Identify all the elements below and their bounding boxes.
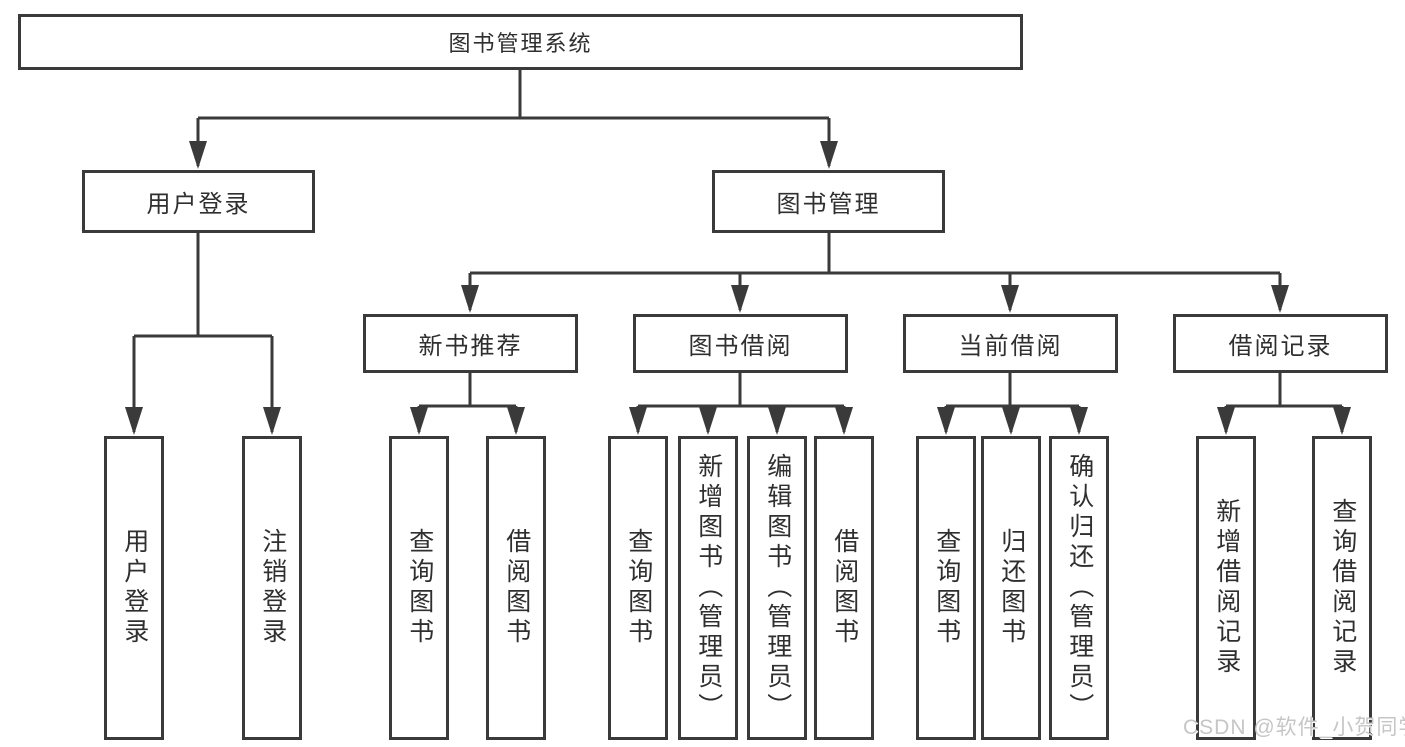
leaf-query-borrow-record: 查询借阅记录 [1312, 436, 1372, 740]
arrowhead [1217, 407, 1235, 435]
node-label: 借阅图书 [830, 528, 859, 648]
leaf-borrow-books: 借阅图书 [814, 436, 874, 740]
node-label: 查询图书 [624, 528, 653, 648]
leaf-logout: 注销登录 [242, 436, 302, 740]
node-label: 查询借阅记录 [1328, 498, 1357, 678]
node-label: 注销登录 [258, 528, 287, 648]
node-user-login: 用户登录 [82, 170, 315, 233]
arrowheads [125, 141, 1351, 435]
leaf-add-book-admin: 新增图书（管理员） [678, 436, 738, 740]
arrowhead [1271, 285, 1289, 313]
node-label: 图书管理 [776, 191, 881, 218]
node-label: 图书管理系统 [448, 31, 593, 56]
connector-new-book [417, 373, 518, 432]
node-new-book-recommend: 新书推荐 [363, 314, 578, 373]
arrowhead [1002, 407, 1020, 435]
arrowhead [937, 407, 955, 435]
arrowhead [410, 407, 428, 435]
node-label: 图书借阅 [688, 333, 793, 360]
node-current-borrow: 当前借阅 [903, 314, 1118, 373]
connector-root [196, 70, 831, 166]
node-label: 借阅图书 [502, 528, 531, 648]
node-borrow-records: 借阅记录 [1173, 314, 1388, 373]
arrowhead [1333, 407, 1351, 435]
node-library-system: 图书管理系统 [18, 14, 1023, 70]
arrowhead [629, 407, 647, 435]
arrowhead [189, 141, 207, 169]
node-book-borrow: 图书借阅 [633, 314, 848, 373]
leaf-edit-book-admin: 编辑图书（管理员） [747, 436, 807, 740]
node-label: 新增借阅记录 [1212, 498, 1241, 678]
arrowhead [1070, 407, 1088, 435]
leaf-borrow-books-newrec: 借阅图书 [486, 436, 546, 740]
node-label: 借阅记录 [1228, 333, 1333, 360]
node-label: 新增图书（管理员） [694, 453, 723, 723]
arrowhead [835, 407, 853, 435]
arrowhead [125, 407, 143, 435]
arrowhead [263, 407, 281, 435]
node-label: 当前借阅 [958, 333, 1063, 360]
connector-borrow-records [1224, 373, 1344, 432]
node-label: 查询图书 [405, 528, 434, 648]
leaf-confirm-return-admin: 确认归还（管理员） [1049, 436, 1109, 740]
connector-book-borrow [636, 373, 846, 432]
node-label: 用户登录 [120, 528, 149, 648]
node-label: 归还图书 [997, 528, 1026, 648]
arrowhead [1001, 285, 1019, 313]
node-label: 确认归还（管理员） [1065, 453, 1094, 723]
node-label: 新书推荐 [418, 333, 523, 360]
leaf-add-borrow-record: 新增借阅记录 [1196, 436, 1256, 740]
leaf-return-book: 归还图书 [981, 436, 1041, 740]
connector-user-login [132, 232, 274, 432]
node-label: 查询图书 [932, 528, 961, 648]
arrowhead [731, 285, 749, 313]
arrowhead [768, 407, 786, 435]
leaf-query-books-borrow: 查询图书 [608, 436, 668, 740]
connector-book-management [468, 233, 1282, 310]
leaf-query-books-current: 查询图书 [916, 436, 976, 740]
arrowhead [507, 407, 525, 435]
leaf-query-books-newrec: 查询图书 [389, 436, 449, 740]
node-label: 用户登录 [146, 191, 251, 218]
arrowhead [820, 141, 838, 169]
arrowhead [461, 285, 479, 313]
leaf-user-login: 用户登录 [104, 436, 164, 740]
csdn-watermark: CSDN @软件_小贺同学 [1183, 716, 1405, 739]
node-book-management: 图书管理 [712, 170, 945, 233]
arrowhead [699, 407, 717, 435]
node-label: 编辑图书（管理员） [763, 453, 792, 723]
